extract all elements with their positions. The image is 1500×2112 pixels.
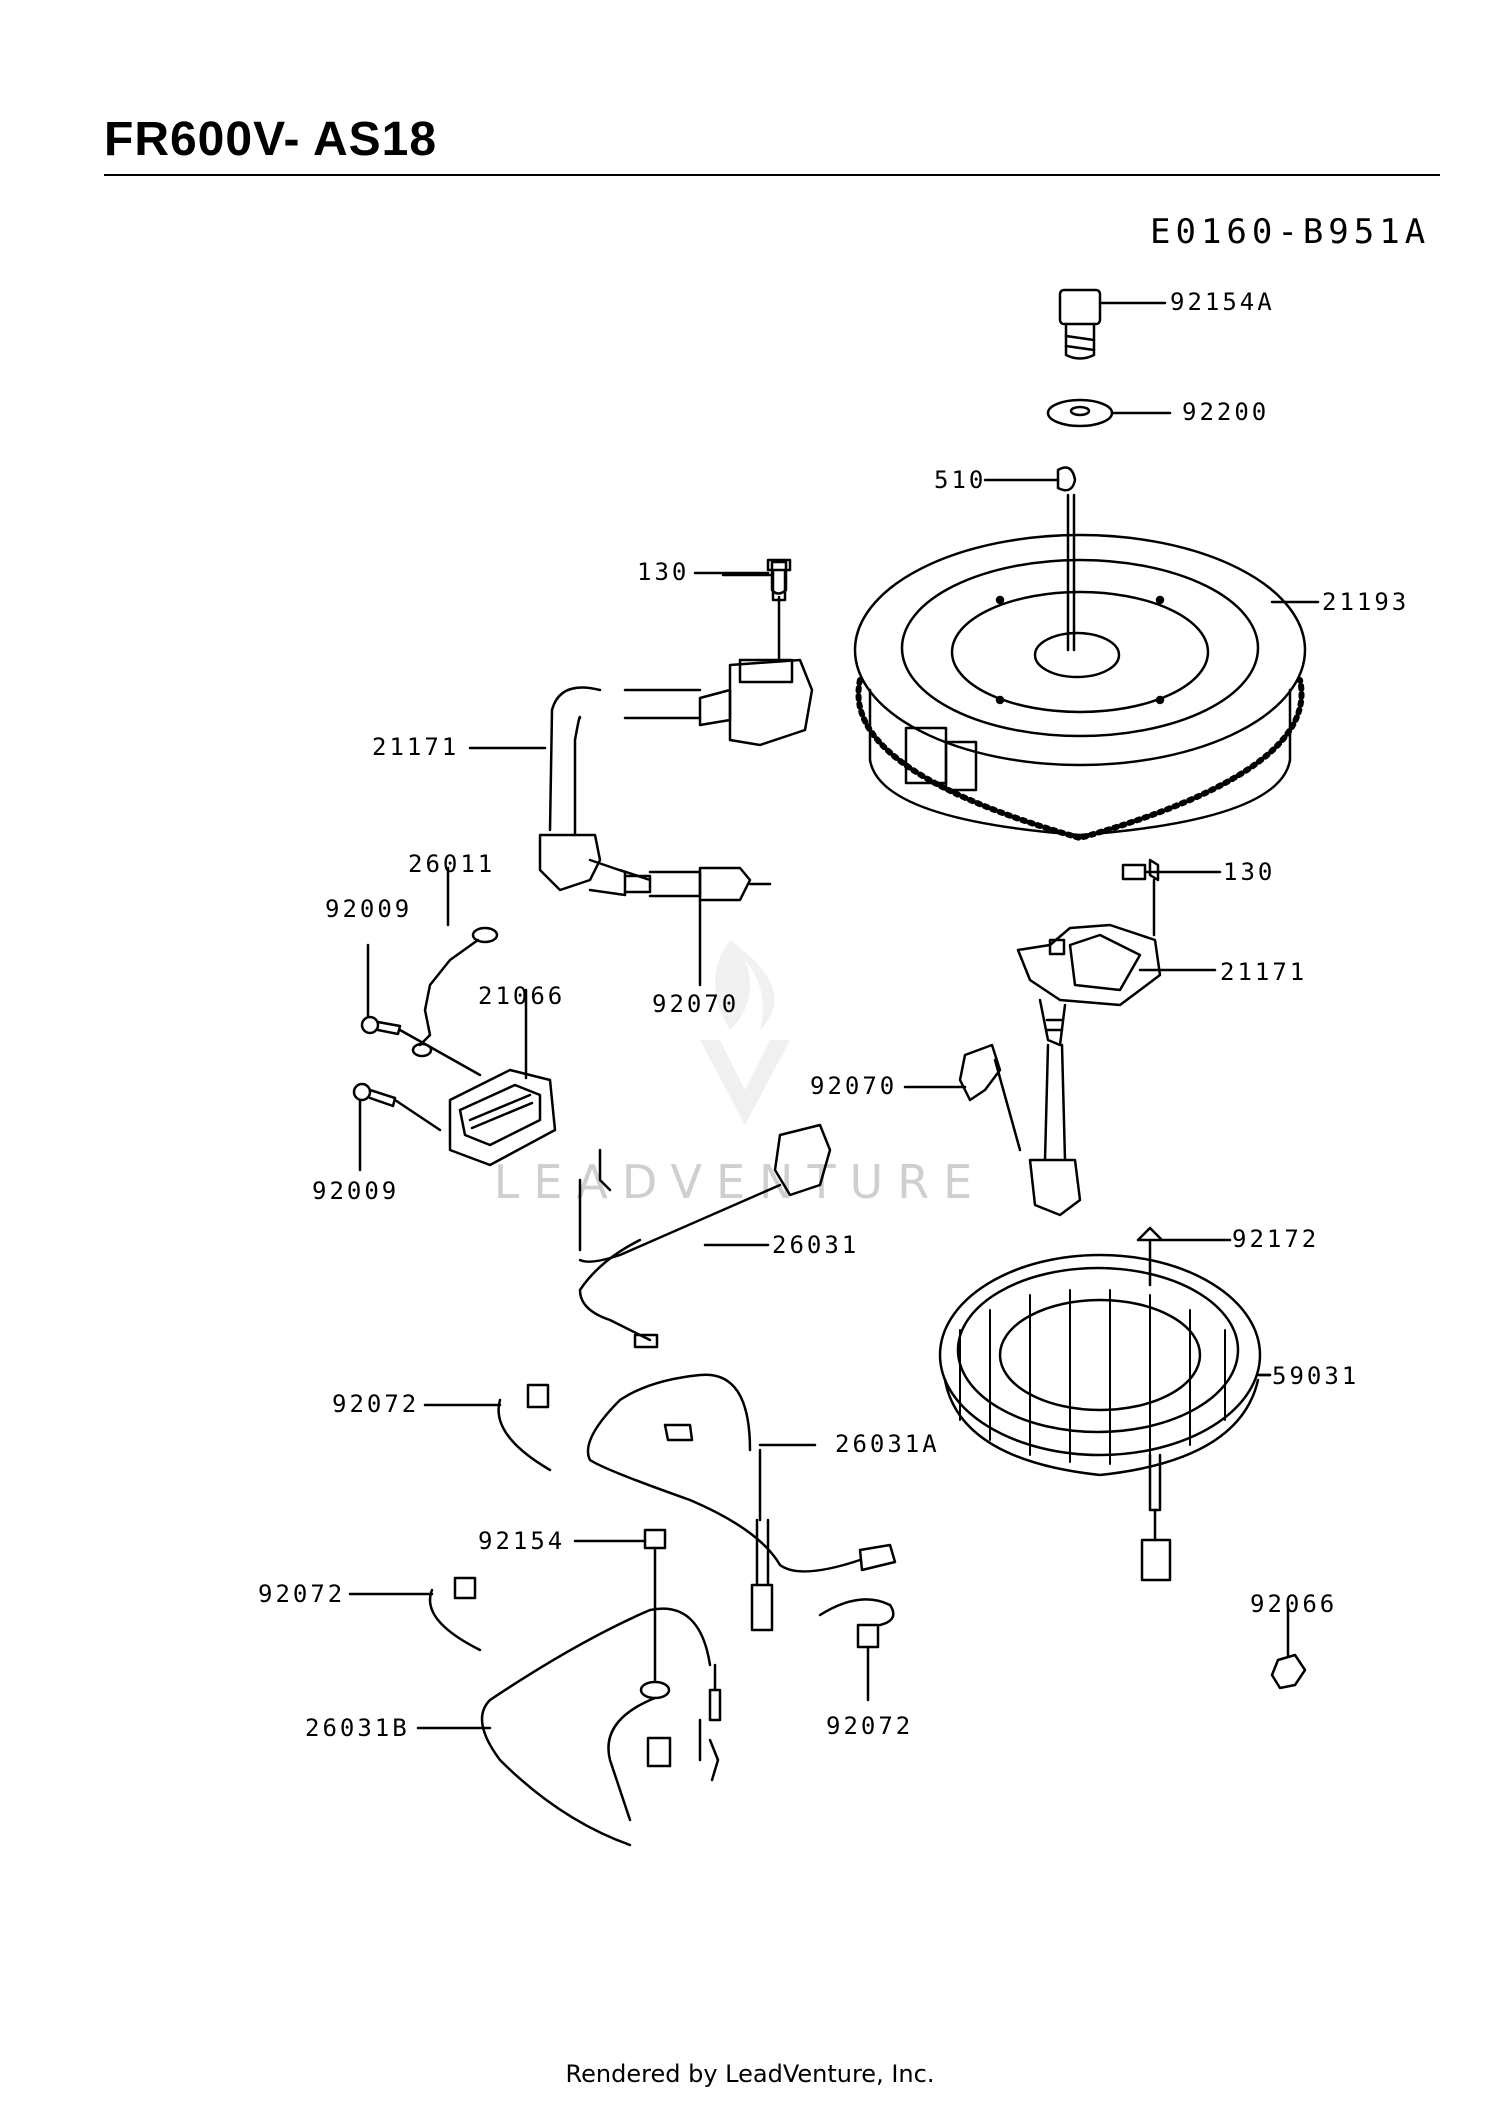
coil-bolt-lower	[1121, 863, 1222, 881]
callout-92154a: 92154A	[1170, 288, 1275, 316]
callout-21171-upper: 21171	[372, 733, 460, 761]
flywheel-key	[983, 466, 1077, 652]
harness-clip-1	[423, 1383, 552, 1472]
ignition-coil-lower	[1016, 858, 1217, 1217]
harness-clip-2	[348, 1576, 482, 1652]
callout-21066: 21066	[478, 982, 566, 1010]
page-title: FR600V- AS18	[104, 113, 438, 166]
callout-92072-b: 92072	[258, 1580, 346, 1608]
callout-26031: 26031	[772, 1231, 860, 1259]
callout-26011: 26011	[408, 850, 496, 878]
harness-bolt	[573, 1528, 667, 1682]
callout-92066: 92066	[1250, 1590, 1338, 1618]
ignition-module	[448, 988, 557, 1167]
nut	[1270, 1603, 1307, 1690]
wiring-harness-26031	[578, 1123, 832, 1349]
wiring-harness-26031b	[416, 1607, 722, 1847]
stator	[938, 1253, 1272, 1582]
callout-92072-a: 92072	[332, 1390, 420, 1418]
callout-92200: 92200	[1182, 398, 1270, 426]
callout-26031a: 26031A	[835, 1430, 940, 1458]
callout-130-upper: 130	[637, 558, 690, 586]
ground-lead	[411, 866, 499, 1058]
callout-59031: 59031	[1272, 1362, 1360, 1390]
flywheel	[853, 533, 1320, 841]
callout-92154: 92154	[478, 1527, 566, 1555]
flywheel-bolt	[1058, 288, 1167, 360]
callout-92172: 92172	[1232, 1225, 1320, 1253]
wiring-harness-26031a	[586, 1373, 897, 1632]
spark-plug-upper	[618, 868, 652, 882]
stator-screw	[1136, 1226, 1232, 1287]
harness-clip-3	[818, 1598, 895, 1702]
callout-26031b: 26031B	[305, 1714, 410, 1742]
coil-bolt-upper	[693, 558, 792, 602]
callout-92070-upper: 92070	[652, 990, 740, 1018]
callout-92009-lower: 92009	[312, 1177, 400, 1205]
callout-21171-lower: 21171	[1220, 958, 1308, 986]
callout-92070-lower: 92070	[810, 1072, 898, 1100]
screw-lower	[352, 1082, 442, 1172]
callout-510: 510	[934, 466, 987, 494]
diagram-code: E0160-B951A	[1150, 212, 1431, 252]
ignition-coil-upper	[468, 560, 814, 902]
flywheel-washer	[1046, 398, 1172, 428]
watermark-logo	[700, 940, 790, 1125]
footer-credit: Rendered by LeadVenture, Inc.	[565, 2060, 935, 2088]
callout-130-lower: 130	[1223, 858, 1276, 886]
callout-92009-upper: 92009	[325, 895, 413, 923]
watermark-text: LEADVENTURE	[494, 1155, 987, 1209]
title-divider	[104, 174, 1440, 176]
callout-21193: 21193	[1322, 588, 1410, 616]
callout-92072-c: 92072	[826, 1712, 914, 1740]
spark-plug-lower	[903, 1043, 1022, 1152]
screw-upper	[360, 943, 482, 1077]
